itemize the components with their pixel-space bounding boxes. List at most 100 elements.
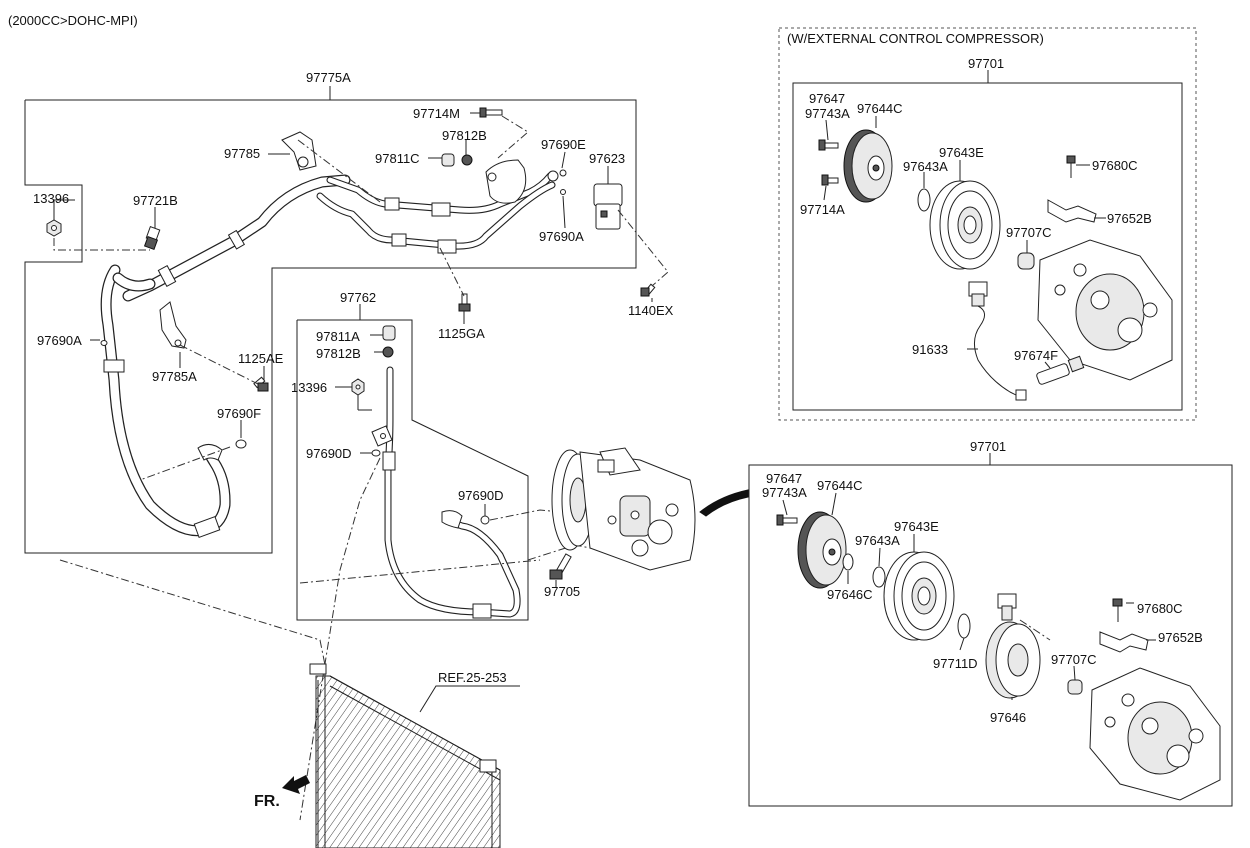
label-97643a-bottom: 97643A	[855, 533, 900, 548]
bolt-97680c-bottom	[1112, 598, 1123, 622]
external-control-group: (W/EXTERNAL CONTROL COMPRESSOR) 97701	[778, 27, 1197, 421]
bottom-kit-number: 97701	[970, 439, 1006, 454]
bolt-97714m	[479, 107, 503, 118]
label-97644c-bottom: 97644C	[817, 478, 863, 493]
label-97647-top: 97647	[809, 91, 845, 106]
cap-97707c-bottom	[1067, 679, 1083, 695]
label-97705: 97705	[544, 584, 580, 599]
label-1125ae: 1125AE	[238, 351, 284, 366]
label-97652b-bottom: 97652B	[1158, 630, 1203, 645]
bracket-97652b-top	[1047, 199, 1097, 223]
label-97690d-top: 97690D	[306, 446, 352, 461]
cap-97707c-top	[1017, 252, 1035, 270]
cap-97811a	[382, 325, 396, 341]
nut-97812b-tube	[382, 346, 394, 358]
label-97623: 97623	[589, 151, 625, 166]
label-97644c-top: 97644C	[857, 101, 903, 116]
ring-97643a-top	[917, 188, 931, 212]
harness-91633	[968, 281, 1027, 401]
o-ring-97690f	[235, 439, 247, 449]
label-13396-tube: 13396	[291, 380, 327, 395]
compressor-body-top	[1037, 239, 1173, 381]
external-control-frame	[778, 27, 1197, 421]
pressure-switch-97623	[593, 183, 623, 230]
label-97680c-top: 97680C	[1092, 158, 1138, 173]
front-label: FR.	[254, 793, 280, 810]
label-97707c-bottom: 97707C	[1051, 652, 1097, 667]
ring-97711d	[957, 613, 971, 639]
label-97690d-right: 97690D	[458, 488, 504, 503]
label-97643a-top: 97643A	[903, 159, 948, 174]
front-direction-indicator: FR.	[254, 775, 310, 810]
condenser-ref: REF.25-253	[438, 670, 507, 685]
bolt-97714a	[821, 174, 839, 186]
detail-arrow	[699, 489, 749, 517]
o-ring-97690d-top	[371, 449, 381, 457]
pulley-97643e-top	[929, 180, 1001, 270]
label-97714m: 97714M	[413, 106, 460, 121]
bolt-97680c-top	[1066, 155, 1076, 178]
label-97690f: 97690F	[217, 406, 261, 421]
label-13396-hose: 13396	[33, 191, 69, 206]
label-97680c-bottom: 97680C	[1137, 601, 1183, 616]
compressor-body-bottom	[1089, 667, 1221, 801]
label-97643e-top: 97643E	[939, 145, 984, 160]
valve-97674f	[1036, 355, 1085, 385]
ring-97643a-bottom	[872, 566, 886, 588]
label-97690a-top: 97690A	[539, 229, 584, 244]
label-97811c: 97811C	[375, 151, 420, 166]
bolt-1125ae	[253, 376, 269, 392]
external-control-title: (W/EXTERNAL CONTROL COMPRESSOR)	[787, 31, 1044, 46]
label-97743a-bottom: 97743A	[762, 485, 807, 500]
label-97812b-tube: 97812B	[316, 346, 361, 361]
hose-assy-boundary	[24, 99, 637, 554]
nut-97812b	[461, 154, 473, 166]
label-97652b-top: 97652B	[1107, 211, 1152, 226]
pulley-97643e-bottom	[883, 551, 955, 641]
label-97711d: 97711D	[933, 656, 978, 671]
bracket-97785a	[159, 301, 187, 349]
shim-97646c	[842, 553, 854, 571]
coil-97646	[985, 593, 1041, 699]
variant-label: (2000CC>DOHC-MPI)	[8, 13, 138, 28]
label-97690e: 97690E	[541, 137, 586, 152]
main-compressor	[551, 447, 696, 571]
label-97690a-left: 97690A	[37, 333, 82, 348]
liquid-tube-group: 97762 97811A 97812B 13396	[291, 290, 601, 821]
bolt-97743a-bottom	[776, 514, 798, 526]
label-1140ex: 1140EX	[628, 303, 674, 318]
label-97785a: 97785A	[152, 369, 197, 384]
label-97811a: 97811A	[316, 329, 360, 344]
label-97674f: 97674F	[1014, 348, 1058, 363]
clutch-plate-top	[843, 129, 893, 203]
hose-assy-group: 97775A	[24, 70, 674, 554]
o-ring-97690a-left	[100, 340, 108, 346]
label-97646: 97646	[990, 710, 1026, 725]
top-kit-number: 97701	[968, 56, 1004, 71]
condenser: REF.25-253	[309, 663, 520, 848]
label-97647-bottom: 97647	[766, 471, 802, 486]
label-97707c-top: 97707C	[1006, 225, 1052, 240]
block-fitting	[485, 159, 527, 204]
label-97721b: 97721B	[133, 193, 178, 208]
label-97812b-hose: 97812B	[442, 128, 487, 143]
label-97643e-bottom: 97643E	[894, 519, 939, 534]
bolt-97705	[549, 553, 572, 580]
label-1125ga: 1125GA	[438, 326, 485, 341]
bracket-97652b-bottom	[1099, 631, 1149, 653]
cap-97811c	[441, 153, 455, 167]
label-97714a: 97714A	[800, 202, 845, 217]
hose-assy-number: 97775A	[306, 70, 351, 85]
o-ring-97690d-right	[480, 515, 490, 525]
label-91633: 91633	[912, 342, 948, 357]
liquid-tube-number: 97762	[340, 290, 376, 305]
bolt-97743a-top	[818, 139, 839, 151]
sensor-97721b	[143, 226, 161, 251]
liquid-tube-boundary	[296, 319, 529, 621]
clutch-plate-bottom	[797, 511, 847, 589]
label-97785: 97785	[224, 146, 260, 161]
bottom-kit-group: 97701	[748, 439, 1233, 807]
bolt-1125ga	[458, 293, 471, 312]
label-97743a-top: 97743A	[805, 106, 850, 121]
